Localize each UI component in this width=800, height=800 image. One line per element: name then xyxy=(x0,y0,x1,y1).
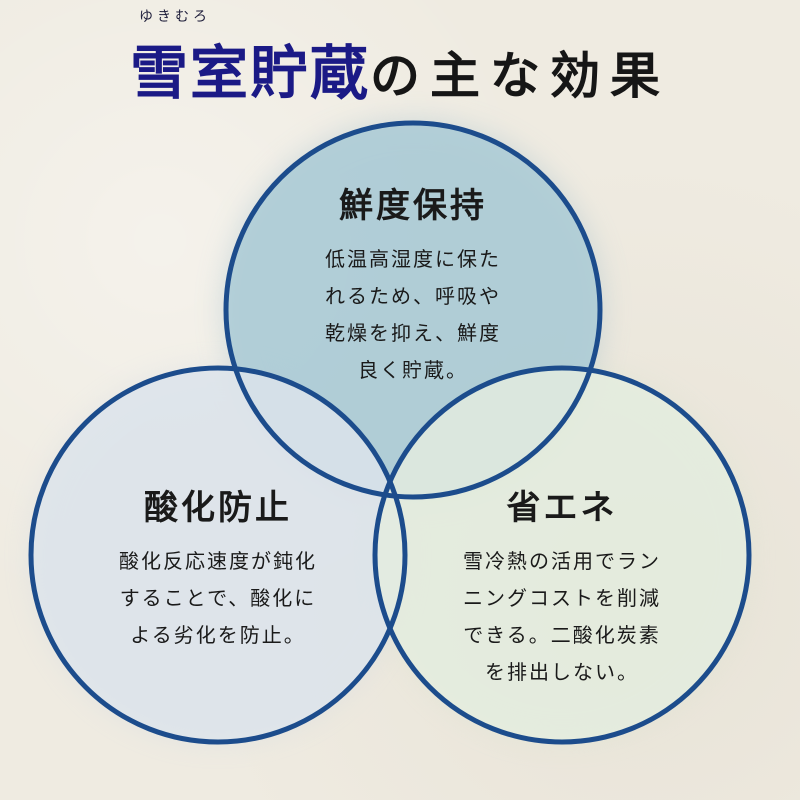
freshness-body: 低温高湿度に保た れるため、呼吸や 乾燥を抑え、鮮度 良く貯蔵。 xyxy=(263,241,563,389)
energy-line: 雪冷熱の活用でラン xyxy=(463,549,661,573)
freshness-line: 乾燥を抑え、鮮度 xyxy=(325,321,501,345)
energy-line: を排出しない。 xyxy=(485,660,639,684)
oxidation-line: 酸化反応速度が鈍化 xyxy=(119,549,317,573)
freshness-circle-ring xyxy=(223,120,603,500)
freshness-heading: 鮮度保持 xyxy=(339,186,487,226)
title-main: 雪室貯蔵 xyxy=(129,39,370,107)
oxidation-body: 酸化反応速度が鈍化 することで、酸化に よる劣化を防止。 xyxy=(68,543,368,654)
freshness-line: 低温高湿度に保た xyxy=(325,247,501,271)
title-ruby: ゆきむろ xyxy=(139,9,211,25)
energy-circle-fill xyxy=(375,368,749,742)
freshness-line: 良く貯蔵。 xyxy=(358,358,468,382)
energy-group: 省エネ 雪冷熱の活用でラン ニングコストを削減 できる。二酸化炭素 を排出しない… xyxy=(412,480,712,691)
oxidation-circle-fill xyxy=(31,368,405,742)
energy-line: ニングコストを削減 xyxy=(463,586,661,610)
oxidation-line: することで、酸化に xyxy=(119,586,317,610)
freshness-group: 鮮度保持 低温高湿度に保た れるため、呼吸や 乾燥を抑え、鮮度 良く貯蔵。 xyxy=(263,178,563,389)
energy-line: できる。二酸化炭素 xyxy=(463,623,661,647)
oxidation-circle-ring xyxy=(28,365,408,745)
energy-heading: 省エネ xyxy=(506,488,618,528)
page-title: 雪室貯蔵の主な効果 xyxy=(0,26,800,110)
energy-body: 雪冷熱の活用でラン ニングコストを削減 できる。二酸化炭素 を排出しない。 xyxy=(412,543,712,691)
energy-circle-ring xyxy=(372,365,752,745)
oxidation-heading: 酸化防止 xyxy=(144,488,292,528)
freshness-line: れるため、呼吸や xyxy=(325,284,501,308)
oxidation-group: 酸化防止 酸化反応速度が鈍化 することで、酸化に よる劣化を防止。 xyxy=(68,480,368,654)
title-rest: の主な効果 xyxy=(370,46,670,105)
oxidation-line: よる劣化を防止。 xyxy=(130,623,306,647)
